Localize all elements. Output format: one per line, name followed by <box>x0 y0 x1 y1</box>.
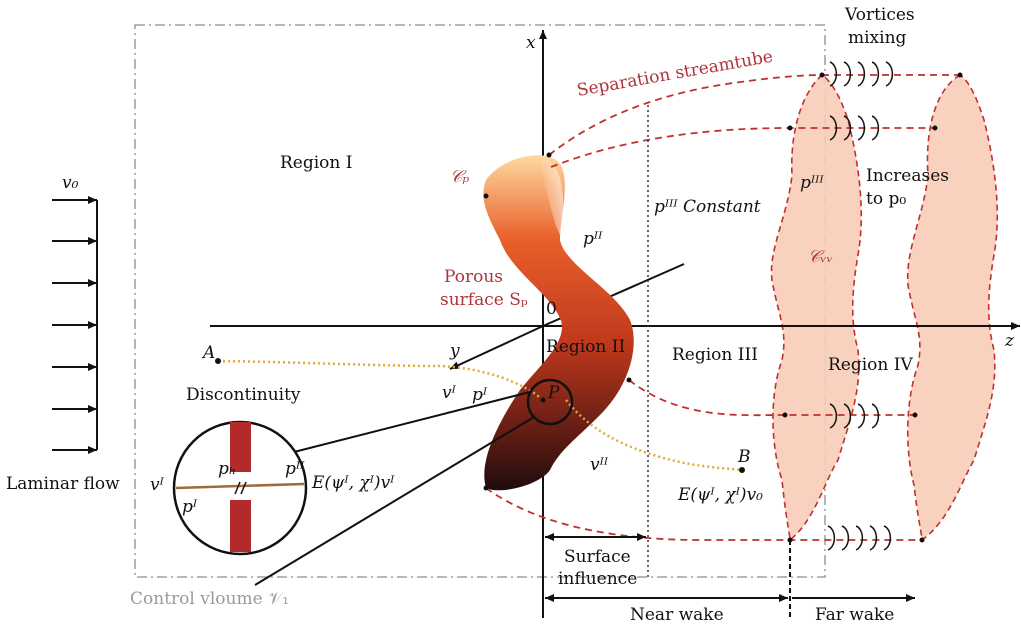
near-wake-label: Near wake <box>630 605 724 624</box>
y-axis-label: y <box>449 341 460 361</box>
x-axis-label: x <box>526 33 536 53</box>
separation-streamtube-lines <box>485 74 960 541</box>
v-i-mid-label: vᴵ <box>442 383 457 403</box>
p-iii-far-label: pᴵᴵᴵ <box>800 173 824 193</box>
point-p-label: P <box>547 383 560 403</box>
surface-influence-label-line2: influence <box>558 569 637 589</box>
discontinuity-label: Discontinuity <box>186 385 301 405</box>
disc-p-ii-label: pᴵᴵ <box>285 459 305 479</box>
y-axis <box>449 325 544 370</box>
disc-e-vi-label: E(ψᴵ, χᴵ)vᴵ <box>311 473 395 493</box>
vortices-label-line2: mixing <box>848 28 907 48</box>
point-a-label: A <box>201 343 215 363</box>
e-v0-label: E(ψᴵ, χᴵ)v₀ <box>677 485 763 505</box>
wake-crosssection-far <box>906 74 999 542</box>
p-iii-constant-label: pᴵᴵᴵ Constant <box>654 197 761 217</box>
dimension-arrows <box>542 533 915 618</box>
cw-label: 𝒞ᵥᵥ <box>808 247 833 267</box>
porous-surface-highlight <box>540 158 564 235</box>
point-wake-top-2 <box>957 72 963 78</box>
vortices-label-line1: Vortices <box>844 5 915 25</box>
inflow-arrows <box>52 196 97 454</box>
point-surface-bottom <box>483 485 489 491</box>
increases-label-line1: Increases <box>866 166 949 186</box>
point-wake-low-2 <box>912 412 918 418</box>
point-surface-edge <box>626 377 632 383</box>
disc-p-i-label: pᴵ <box>182 497 198 517</box>
point-wake-mid-1 <box>787 125 793 131</box>
separation-streamtube-label: Separation streamtube <box>575 47 774 101</box>
discontinuity-inset <box>172 420 308 556</box>
region-iv-label: Region IV <box>828 355 913 375</box>
point-p <box>540 397 546 403</box>
porous-surface <box>483 155 634 491</box>
increases-label-line2: to p₀ <box>866 189 906 209</box>
point-cp <box>483 193 489 199</box>
wake-crosssection-near <box>770 73 863 542</box>
point-b <box>739 467 745 473</box>
streamline-p-to-b <box>565 399 743 472</box>
point-wake-bottom-1 <box>787 537 793 543</box>
cp-label: 𝒞ₚ <box>450 167 469 187</box>
v0-label: v₀ <box>62 173 79 193</box>
z-axis-label: z <box>1004 331 1015 351</box>
point-wake-top-1 <box>819 72 825 78</box>
p-i-mid-label: pᴵ <box>472 385 488 405</box>
laminar-flow-label: Laminar flow <box>6 474 120 494</box>
vortex-swirls <box>827 61 894 551</box>
zoom-circle-p <box>526 378 574 426</box>
point-wake-mid-2 <box>932 125 938 131</box>
porous-surface-label-line2: surface Sₚ <box>440 290 528 310</box>
control-volume-label: Control vloume 𝒱₁ <box>130 589 289 609</box>
far-wake-label: Far wake <box>815 605 894 624</box>
zoom-connector-bottom <box>254 416 535 586</box>
point-streamtube-top <box>546 152 552 158</box>
p-ii-surface-label: pᴵᴵ <box>583 229 603 249</box>
region-iii-label: Region III <box>672 345 758 365</box>
point-a <box>215 358 221 364</box>
porous-surface-label-line1: Porous <box>444 267 503 287</box>
disc-p-h-label: pₕ <box>218 459 236 479</box>
streamline-a-to-p <box>217 359 544 401</box>
point-b-label: B <box>737 447 751 467</box>
disc-v-i-label: vᴵ <box>150 475 165 495</box>
surface-influence-label-line1: Surface <box>564 547 631 567</box>
v-ii-label: vᴵᴵ <box>590 455 609 475</box>
region-ii-label: Region II <box>546 337 625 357</box>
region-i-label: Region I <box>280 153 352 173</box>
zoom-connector-top <box>289 391 531 454</box>
point-wake-low-1 <box>782 412 788 418</box>
point-wake-bottom-2 <box>919 537 925 543</box>
origin-label: 0 <box>546 299 557 319</box>
